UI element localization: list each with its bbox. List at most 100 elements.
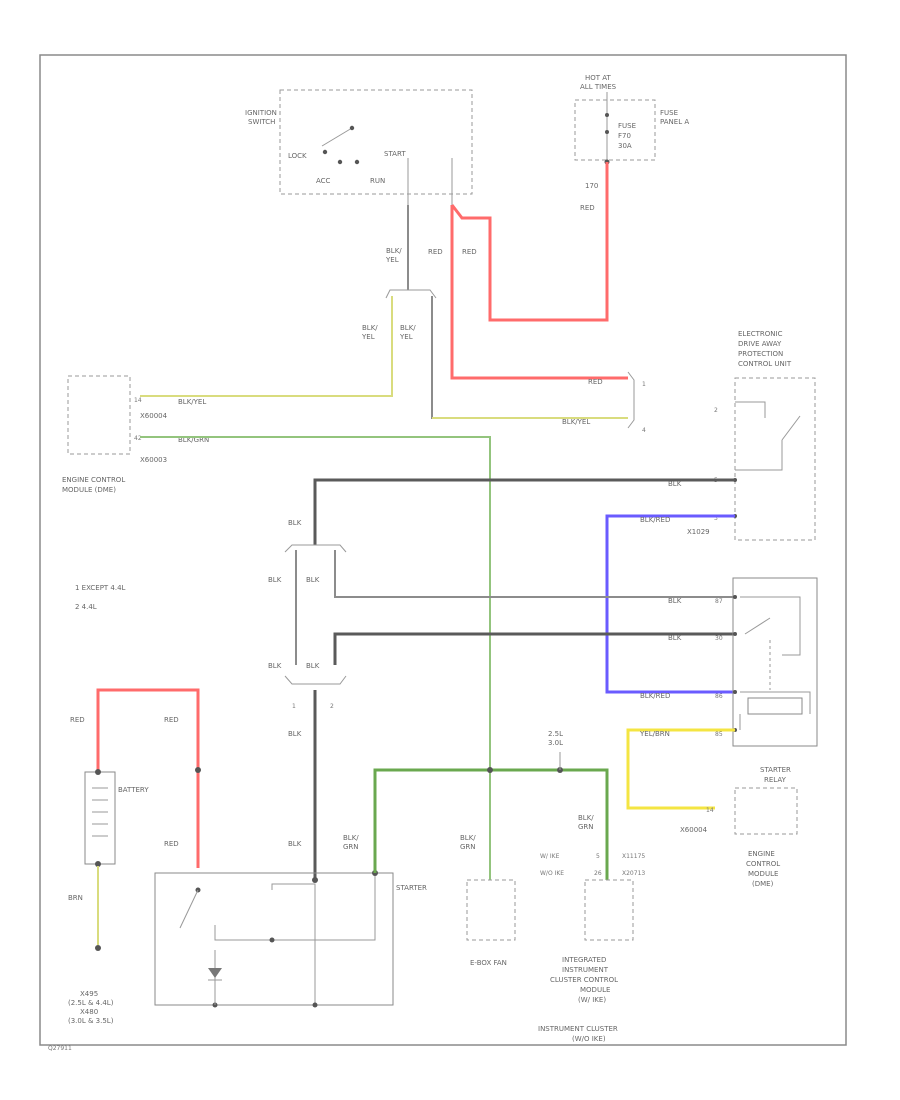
red-label-2: RED xyxy=(462,248,477,256)
edap-label-1: ELECTRONIC xyxy=(738,330,783,338)
ecm-left-pin-1: 14 xyxy=(134,397,142,404)
starter-relay: 87 30 86 85 STARTER RELAY xyxy=(715,577,818,784)
bat-red-3: RED xyxy=(164,840,179,848)
fuse-panel: HOT AT ALL TIMES FUSE F70 30A FUSE PANEL… xyxy=(574,74,689,212)
red-label-3: RED xyxy=(588,378,603,386)
blk-grn-2b: GRN xyxy=(460,843,476,851)
bat-red-2: RED xyxy=(164,716,179,724)
legend-1: 1 EXCEPT 4.4L xyxy=(75,584,126,592)
ic-conn-2: W/O IKE xyxy=(540,870,564,877)
red-label-1: RED xyxy=(428,248,443,256)
blk-label-edap: BLK xyxy=(668,480,682,488)
pin-1-label: 1 xyxy=(292,703,296,710)
hot-at-label-1: HOT AT xyxy=(585,74,612,82)
blk-label-relay-2: BLK xyxy=(668,634,682,642)
blk-label-b: BLK xyxy=(306,576,320,584)
run-label: RUN xyxy=(370,177,385,185)
blk-label-relay-1: BLK xyxy=(668,597,682,605)
yel-wire-ecm xyxy=(140,296,393,397)
edap-label-4: CONTROL UNIT xyxy=(738,360,792,368)
starter-relay-label-2: RELAY xyxy=(764,776,787,784)
ebox-fan-label: E-BOX FAN xyxy=(470,959,507,967)
red-wire-fuse xyxy=(450,162,609,322)
blk-red-wire xyxy=(605,514,735,694)
ic-label-5: (W/ IKE) xyxy=(578,996,606,1004)
ic-conn-1: W/ IKE xyxy=(540,853,560,860)
relay-pin-87: 87 xyxy=(715,598,723,605)
ecm-left-conn-2: X60003 xyxy=(140,456,167,464)
footer-id: Q27911 xyxy=(48,1045,72,1052)
lock-label: LOCK xyxy=(288,152,307,160)
contact-arm xyxy=(349,125,355,131)
ground-note-3: X480 xyxy=(80,1008,98,1016)
battery-label: BATTERY xyxy=(118,786,149,794)
relay-pin-86: 86 xyxy=(715,693,723,700)
diagram-frame xyxy=(39,54,847,1046)
blk-red-label-1: BLK/RED xyxy=(640,516,670,524)
contact-run xyxy=(354,159,360,165)
ecm-left-conn-1: X60004 xyxy=(140,412,168,420)
ignition-switch: IGNITION SWITCH LOCK ACC RUN START xyxy=(245,89,473,205)
contact-lock xyxy=(322,149,328,155)
blk-label-c: BLK xyxy=(268,662,282,670)
ground-note-1: X495 xyxy=(80,990,98,998)
ic-pin-2: 26 xyxy=(594,870,602,877)
blk-grn-3a: BLK/ xyxy=(578,814,594,822)
ecm-left-pin-2: 42 xyxy=(134,435,142,442)
fuse-panel-label-2: PANEL A xyxy=(660,118,689,126)
ic-label-3: CLUSTER CONTROL xyxy=(550,976,618,984)
legend-2: 2 4.4L xyxy=(75,603,97,611)
connector-pin-4: 4 xyxy=(642,427,646,434)
starter-label: STARTER xyxy=(396,884,427,892)
contact-acc xyxy=(337,159,343,165)
acc-label: ACC xyxy=(316,177,331,185)
ecm-right: 14 X60004 ENGINE CONTROL MODULE (DME) xyxy=(680,787,798,888)
ecm-right-label-1: ENGINE xyxy=(748,850,775,858)
blk-grn-wire xyxy=(140,436,491,880)
ic-label-4: MODULE xyxy=(580,986,610,994)
red-wire-edap xyxy=(450,205,628,380)
start-label: START xyxy=(384,150,406,158)
fuse-label-3: 30A xyxy=(618,142,632,150)
blk-label-a: BLK xyxy=(268,576,282,584)
blk-grn-3b: GRN xyxy=(578,823,594,831)
starter: STARTER xyxy=(154,870,427,1008)
blk-yel-1a: BLK/ xyxy=(386,247,402,255)
ecm-right-label-4: (DME) xyxy=(752,880,774,888)
pin-2-label: 2 xyxy=(330,703,334,710)
ecm-left-wire-2: BLK/GRN xyxy=(178,436,209,444)
yel-brn-wire xyxy=(626,728,735,810)
blk-yel-label-right: BLK/YEL xyxy=(562,418,590,426)
blk-label-d: BLK xyxy=(306,662,320,670)
battery-red-wire xyxy=(96,688,200,868)
gray-wire-edap xyxy=(431,296,628,419)
ecm-left-label-2: MODULE (DME) xyxy=(62,486,116,494)
blk-yel-2b: YEL xyxy=(361,333,375,341)
blk-wire-relay-1 xyxy=(334,550,735,598)
brn-label: BRN xyxy=(68,894,83,902)
ecm-right-label-3: MODULE xyxy=(748,870,778,878)
connector-pin-1: 1 xyxy=(642,381,646,388)
splice-note-2: 3.0L xyxy=(548,739,563,747)
blk-yel-3b: YEL xyxy=(399,333,413,341)
ecm-left-label-1: ENGINE CONTROL xyxy=(62,476,125,484)
instrument-cluster-module: W/ IKE W/O IKE X11175 X20713 5 26 INTEGR… xyxy=(538,853,645,1043)
blk-yel-2a: BLK/ xyxy=(362,324,378,332)
blk-red-label-2: BLK/RED xyxy=(640,692,670,700)
blk-yel-1b: YEL xyxy=(385,256,399,264)
fuse-label-2: F70 xyxy=(618,132,631,140)
blk-label-splice: BLK xyxy=(288,519,302,527)
ic-label-2: INSTRUMENT xyxy=(562,966,609,974)
ground-note-2: (2.5L & 4.4L) xyxy=(68,999,114,1007)
blk-label-f: BLK xyxy=(288,840,302,848)
ecm-right-label-2: CONTROL xyxy=(746,860,780,868)
blk-yel-3a: BLK/ xyxy=(400,324,416,332)
ecm-left-wire-1: BLK/YEL xyxy=(178,398,206,406)
ignition-switch-label-2: SWITCH xyxy=(248,118,275,126)
fuse-label-1: FUSE xyxy=(618,122,636,130)
ebox-fan: E-BOX FAN xyxy=(466,879,516,967)
wire-170-label: 170 xyxy=(585,182,598,190)
edap-label-2: DRIVE AWAY xyxy=(738,340,782,348)
ic-pin-1: 5 xyxy=(596,853,600,860)
